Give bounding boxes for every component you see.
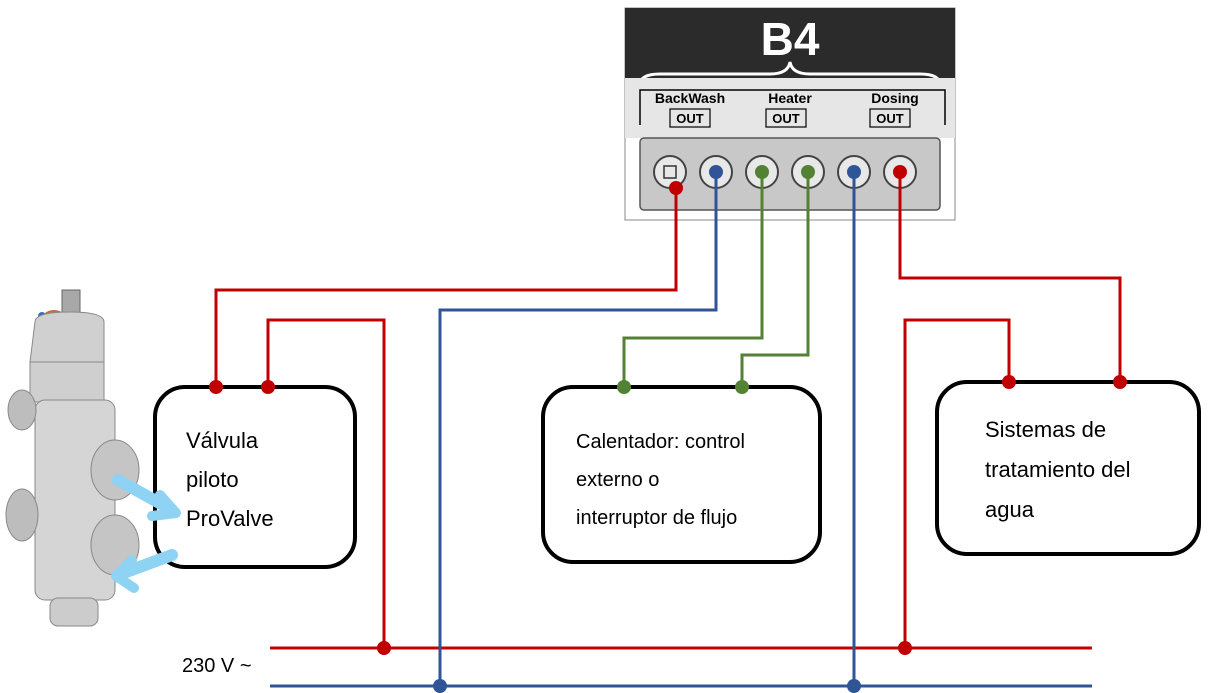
output-label-heater: Heater [768,90,812,106]
dot-heater-a [617,380,631,394]
dot-treatment-b [1113,375,1127,389]
dot-terminal-heater-a [755,165,769,179]
dot-terminal-2 [709,165,723,179]
water-label-line-3: agua [985,497,1035,522]
wire-terminal2-to-neutral [438,172,718,686]
label-strip [625,78,955,138]
valve-box [153,385,357,569]
valve-label-line-1: Válvula [186,428,259,453]
valve-top-body [29,311,105,363]
dot-valve-a [209,380,223,394]
valve-label-line-3: ProValve [186,506,274,531]
out-tag-backwash: OUT [676,111,704,126]
out-tag-heater: OUT [772,111,800,126]
flow-arrow-in-head [111,555,139,593]
module-brace [638,61,942,86]
flow-arrow-out-head [147,490,181,521]
heater-label-line-1: Calentador: control [576,431,745,453]
provalve-illustration [5,289,181,627]
dot-valve-b [261,380,275,394]
valve-cap [61,289,81,315]
dot-neutral-1 [433,679,447,693]
water-label-line-1: Sistemas de [985,417,1106,442]
connection-dots [209,165,1127,693]
label-bracket [639,89,946,125]
module-title: B4 [761,13,820,65]
out-box-heater [765,108,807,128]
valve-port-left-top [7,389,37,431]
dot-terminal-backwash [669,181,683,195]
dot-terminal-heater-b [801,165,815,179]
dot-treatment-a [1002,375,1016,389]
heater-label: Calentador: control externo o interrupto… [576,431,745,529]
wire-valve-to-live [266,318,386,648]
wire-dosing-to-treatment [898,172,1122,382]
wire-heater-a [622,172,764,387]
terminal-screw-1-mark [663,165,677,179]
heater-box [541,385,822,564]
supply-voltage-label: 230 V ~ [182,655,252,677]
wires [214,172,1122,688]
dot-live-treatment [898,641,912,655]
output-label-backwash: BackWash [655,90,725,106]
valve-label-line-2: piloto [186,467,239,492]
dot-terminal-dosing [893,165,907,179]
water-treatment-label: Sistemas de tratamiento del agua [985,417,1131,522]
output-label-dosing: Dosing [871,90,918,106]
valve-port-left-bottom [5,488,39,542]
dot-live-valve [377,641,391,655]
out-box-backwash [669,108,711,128]
wire-heater-b [740,172,810,387]
heater-label-line-3: interruptor de flujo [576,507,737,529]
water-treatment-box [935,380,1201,556]
dot-terminal-5 [847,165,861,179]
heater-label-line-2: externo o [576,469,659,491]
valve-bottom-nozzle [49,597,99,627]
valve-upper-body [29,361,105,403]
terminal-screw-1 [653,155,687,189]
wire-treatment-to-live [903,318,1011,648]
dot-neutral-2 [847,679,861,693]
dot-heater-b [735,380,749,394]
valve-label: Válvula piloto ProValve [186,428,274,531]
wire-backwash-to-valve [214,188,678,387]
out-box-dosing [869,108,911,128]
out-tag-dosing: OUT [876,111,904,126]
water-label-line-2: tratamiento del [985,457,1131,482]
